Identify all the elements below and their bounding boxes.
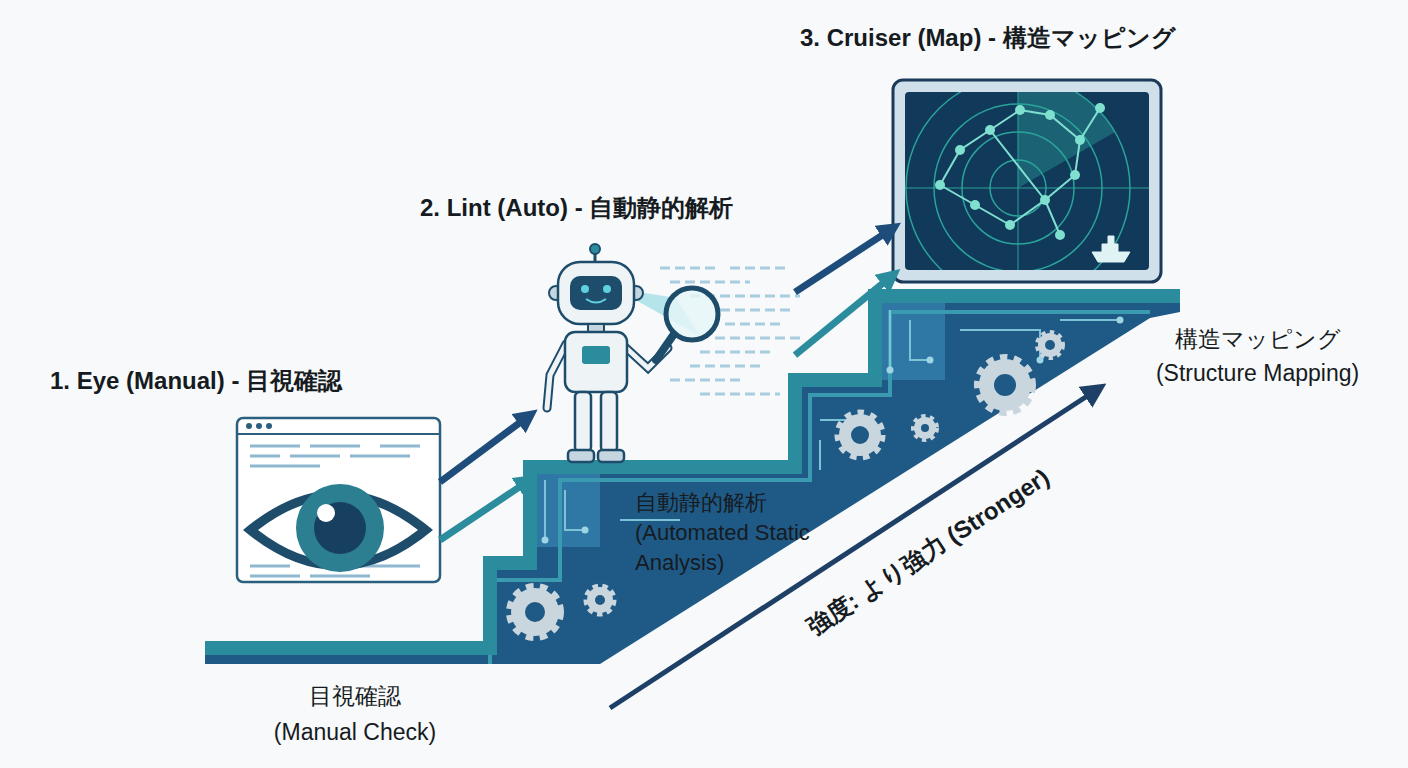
gear [839, 414, 881, 456]
robot-chest-panel [582, 346, 610, 364]
step-caption: 自動静的解析 (Automated Static Analysis) [635, 488, 850, 578]
eye-pupil [314, 502, 366, 554]
robot-head [558, 262, 634, 324]
flow-arrow [440, 415, 530, 482]
flow-arrow [795, 275, 893, 355]
gear [587, 587, 613, 613]
strength-arrow [610, 389, 1098, 708]
gear [1038, 333, 1062, 357]
step-heading: 1. Eye (Manual) - 目視確認 [50, 366, 470, 396]
gear [914, 417, 936, 439]
inner-stair-line [490, 312, 1150, 664]
robot-arm-fill [547, 344, 566, 408]
step-caption: 目視確認 (Manual Check) [269, 678, 441, 750]
lint-step-panel: 2. Lint (Auto) - 自動静的解析自動静的解析 (Automated… [530, 245, 795, 545]
network-point [1015, 105, 1025, 115]
network-point [1040, 195, 1050, 205]
circuit-pad [887, 367, 894, 374]
gear-hole [1045, 340, 1055, 350]
circuit-pad [927, 357, 934, 364]
gear [979, 359, 1031, 411]
network-point [1070, 170, 1080, 180]
robot-leg [601, 392, 617, 452]
scanned-code [660, 268, 800, 394]
network-point [1075, 135, 1085, 145]
step-caption: 構造マッピング (Structure Mapping) [1145, 322, 1370, 390]
gear-hole [921, 424, 929, 432]
ship-icon [1092, 236, 1130, 262]
axis-label: 強度: より強力 (Stronger) [769, 441, 1087, 662]
robot-eye [603, 285, 611, 293]
flow-arrow [795, 228, 893, 292]
network-point [955, 145, 965, 155]
robot-face [570, 276, 622, 310]
window-dot [256, 423, 262, 429]
robot-leg [575, 392, 591, 452]
network-point [985, 125, 995, 135]
circuit-pad [542, 537, 549, 544]
radar [905, 92, 1149, 270]
network-point [1095, 103, 1105, 113]
robot-antenna-tip [590, 244, 600, 254]
window-bar [237, 433, 440, 435]
network-links [940, 108, 1100, 235]
circuit-pad [582, 527, 589, 534]
gear [511, 588, 559, 636]
robot-arm [547, 344, 566, 408]
circuit-pad [1117, 317, 1124, 324]
circuit-traces [545, 310, 1120, 540]
magnifier-lens [666, 288, 718, 340]
gear-hole [525, 602, 545, 622]
eye-highlight [317, 504, 335, 522]
staircase-body [205, 296, 1180, 664]
robot-foot [568, 450, 594, 462]
network-point [935, 180, 945, 190]
robot-smile [586, 299, 606, 303]
robot-foot [598, 450, 624, 462]
radar-cross [905, 92, 1149, 270]
manual-step-panel: 1. Eye (Manual) - 目視確認目視確認 (Manual Check… [237, 418, 440, 582]
network-point [1055, 230, 1065, 240]
step-heading: 3. Cruiser (Map) - 構造マッピング [800, 23, 1280, 53]
gear-hole [851, 426, 869, 444]
map-step-panel: 3. Cruiser (Map) - 構造マッピング構造マッピング (Struc… [893, 80, 1161, 282]
step-heading: 2. Lint (Auto) - 自動静的解析 [420, 193, 840, 223]
network-point [970, 200, 980, 210]
flow-arrow [440, 480, 530, 540]
network-point [1005, 220, 1015, 230]
eye-white [258, 499, 418, 561]
eye-iris [296, 484, 384, 572]
magnifier-handle [656, 334, 674, 360]
robot-eye [581, 285, 589, 293]
window-dot [246, 423, 252, 429]
browser-window [237, 418, 440, 582]
gear-hole [994, 374, 1016, 396]
window-dot [266, 423, 272, 429]
network-point [1045, 110, 1055, 120]
robot-body [565, 332, 627, 392]
gear-hole [595, 595, 605, 605]
